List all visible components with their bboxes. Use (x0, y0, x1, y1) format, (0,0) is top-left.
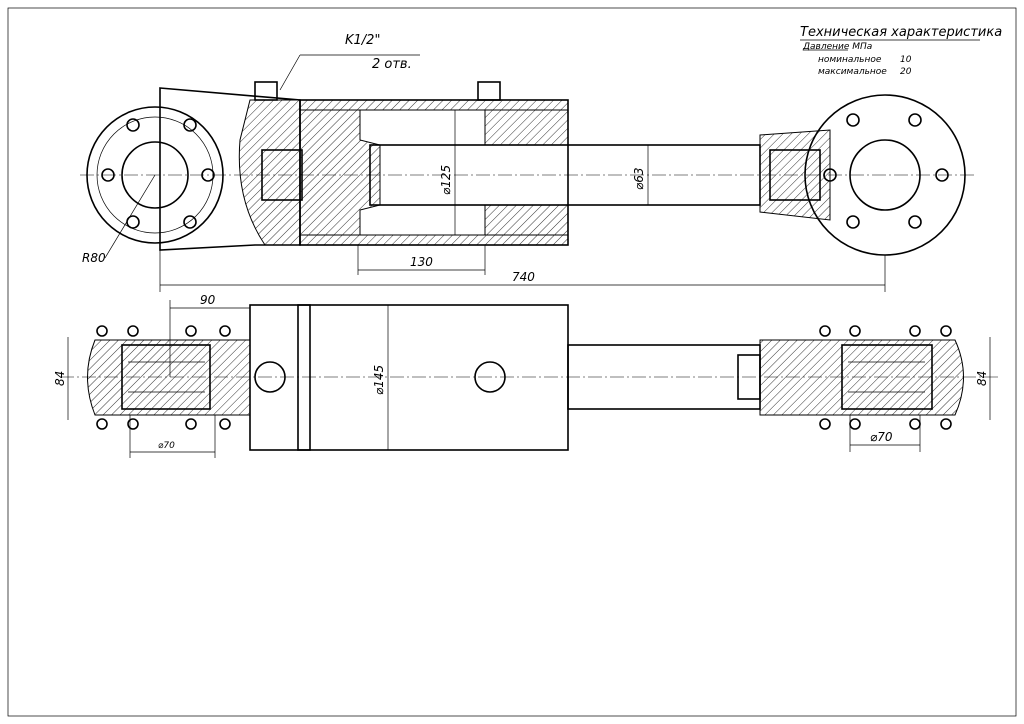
spec-row-value: 20 (900, 67, 912, 77)
dim-left-pin: ⌀70 (158, 441, 175, 451)
drawing-frame (7, 7, 1017, 717)
dim-right-width: 84 (975, 371, 989, 386)
spec-row-label: номинальное (818, 55, 882, 65)
spec-row-value: 10 (900, 55, 912, 65)
dim-rod: ⌀63 (632, 168, 646, 191)
dim-body-dia: ⌀145 (372, 365, 386, 395)
port-thread-label: K1/2" (345, 33, 380, 48)
dim-stroke-part: 130 (410, 255, 433, 269)
spec-pressure-label: Давление МПа (802, 42, 872, 52)
dimension-lines (67, 39, 991, 458)
dim-overall: 740 (512, 270, 535, 284)
spec-title: Техническая характеристика (800, 25, 1002, 40)
dim-radius: R80 (82, 251, 106, 265)
dim-left-width: 84 (53, 371, 67, 386)
dim-clevis-offset: 90 (200, 293, 216, 307)
dim-bore: ⌀125 (439, 165, 453, 195)
spec-row-label: максимальное (818, 67, 887, 77)
dim-right-pin: ⌀70 (870, 430, 893, 444)
port-count-label: 2 отв. (372, 57, 412, 72)
bottom-plan-view (60, 304, 1000, 451)
top-section-view (80, 81, 975, 256)
